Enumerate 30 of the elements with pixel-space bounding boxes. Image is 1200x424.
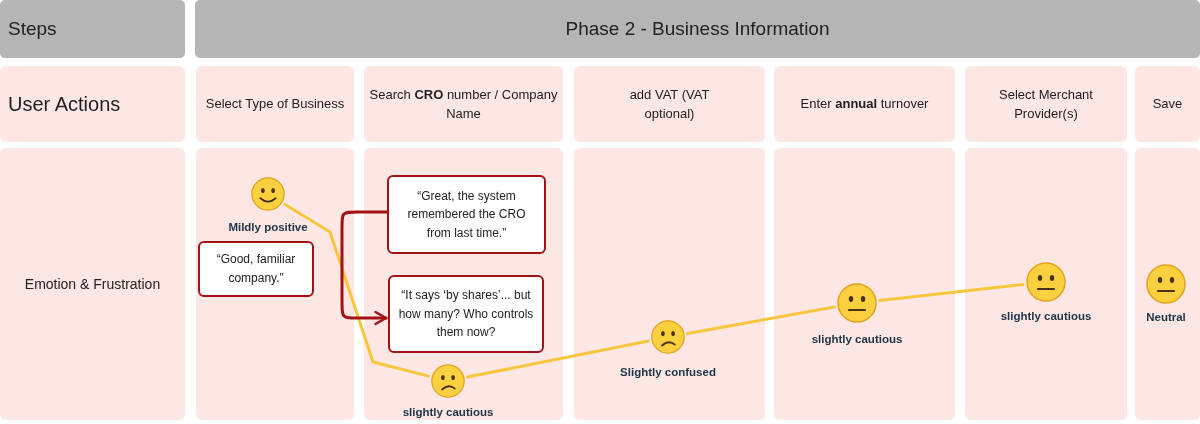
table-cell (774, 148, 955, 420)
emotion-label: Mildly positive (226, 220, 310, 234)
table-cell: add VAT (VAT optional) (574, 66, 765, 142)
table-cell: Select Merchant Provider(s) (965, 66, 1127, 142)
emotion-label: Neutral (1144, 310, 1188, 324)
table-cell: Select Type of Business (196, 66, 354, 142)
arrow (340, 210, 389, 326)
table-cell: Save (1135, 66, 1200, 142)
table-cell (1135, 148, 1200, 420)
table-cell (364, 148, 563, 420)
emotion-label: Slightly confused (618, 365, 718, 379)
table-cell (196, 148, 354, 420)
table-cell (574, 148, 765, 420)
header-cell: Phase 2 - Business Information (195, 0, 1200, 58)
quote-box: “Good, familiar company.” (198, 241, 314, 297)
table-cell: Enter annual turnover (774, 66, 955, 142)
emotion-line (466, 339, 650, 379)
emotion-label: slightly cautious (400, 405, 496, 419)
table-cell: Search CRO number / Company Name (364, 66, 563, 142)
quote-box: “It says ‘by shares’... but how many? Who controls them now? (388, 275, 544, 353)
table-cell: Emotion & Frustration (0, 148, 185, 420)
emotion-label: slightly cautious (809, 332, 905, 346)
quote-box: “Great, the system remembered the CRO from last time.” (387, 175, 546, 254)
header-cell: Steps (0, 0, 185, 58)
emotion-line (283, 202, 431, 378)
table-cell: User Actions (0, 66, 185, 142)
emotion-line (686, 305, 836, 335)
table-cell (965, 148, 1127, 420)
emotion-label: slightly cautious (998, 309, 1094, 323)
emotion-line (878, 283, 1025, 302)
